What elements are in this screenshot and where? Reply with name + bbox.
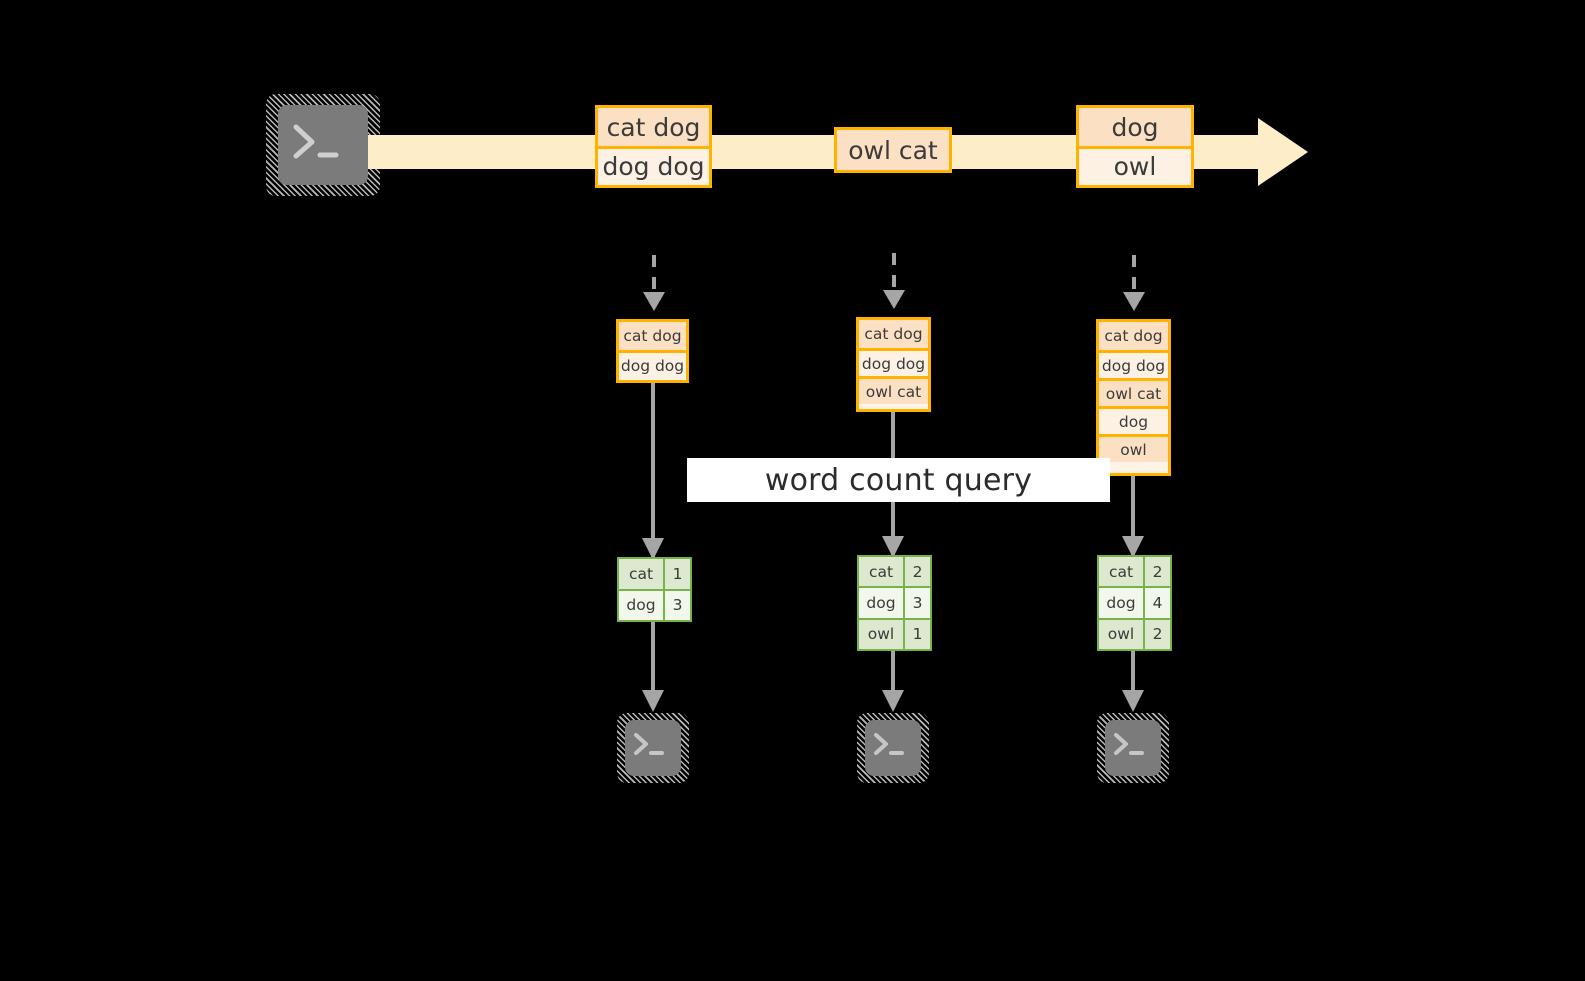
result-2-row-0: cat 2: [859, 557, 930, 587]
sink-connector-1: [651, 622, 655, 698]
sink-connector-2: [891, 651, 895, 698]
query-connector-2-arrowhead-icon: [882, 536, 904, 558]
dashed-connector-3: [1132, 255, 1136, 295]
result-1-row-1: dog 3: [619, 588, 690, 620]
query-connector-3-arrowhead-icon: [1122, 536, 1144, 558]
snapshot-3-cell-4: owl: [1099, 434, 1168, 462]
dashed-connector-2-arrowhead-icon: [883, 290, 905, 309]
result-2-row-1: dog 3: [859, 586, 930, 618]
stream-arrowhead-icon: [1258, 118, 1308, 186]
result-3[interactable]: cat 2 dog 4 owl 2: [1097, 555, 1172, 651]
result-1-row-1-count: 3: [663, 590, 690, 620]
stream-batch-3-cell-1: owl: [1079, 146, 1191, 184]
dashed-connector-1: [652, 255, 656, 295]
stream-batch-1-cell-0: cat dog: [598, 108, 709, 146]
snapshot-3-cell-3: dog: [1099, 406, 1168, 434]
snapshot-3-cell-0: cat dog: [1099, 322, 1168, 350]
snapshot-1-cell-1: dog dog: [619, 350, 686, 378]
result-3-row-2-word: owl: [1099, 619, 1143, 649]
query-connector-1-arrowhead-icon: [642, 538, 664, 560]
snapshot-3[interactable]: cat dog dog dog owl cat dog owl: [1096, 319, 1171, 476]
terminal-icon-sink-3[interactable]: [1097, 713, 1169, 783]
snapshot-1-cell-0: cat dog: [619, 322, 686, 350]
result-3-row-0-count: 2: [1143, 557, 1170, 587]
query-label-text: word count query: [764, 462, 1033, 498]
sink-connector-3: [1131, 651, 1135, 698]
sink-connector-3-arrowhead-icon: [1122, 690, 1144, 712]
terminal-body: [865, 720, 921, 776]
result-3-row-0-word: cat: [1099, 557, 1143, 587]
result-3-row-2-count: 2: [1143, 619, 1170, 649]
stream-batch-1-cell-1: dog dog: [598, 146, 709, 184]
terminal-body: [1105, 720, 1161, 776]
terminal-body: [278, 105, 368, 185]
result-1-row-0-word: cat: [619, 559, 663, 589]
query-connector-1: [651, 383, 655, 559]
terminal-prompt-icon: [634, 733, 664, 755]
snapshot-3-cell-2: owl cat: [1099, 378, 1168, 406]
result-1-row-0: cat 1: [619, 559, 690, 589]
terminal-prompt-icon: [874, 733, 904, 755]
query-label: word count query: [687, 458, 1110, 502]
sink-connector-1-arrowhead-icon: [642, 690, 664, 712]
result-1[interactable]: cat 1 dog 3: [617, 557, 692, 622]
terminal-icon-sink-1[interactable]: [617, 713, 689, 783]
result-2[interactable]: cat 2 dog 3 owl 1: [857, 555, 932, 651]
query-connector-3: [1131, 476, 1135, 559]
terminal-icon-source[interactable]: [266, 94, 380, 196]
stream-batch-3[interactable]: dog owl: [1076, 105, 1194, 188]
terminal-icon-sink-2[interactable]: [857, 713, 929, 783]
snapshot-3-cell-1: dog dog: [1099, 350, 1168, 378]
snapshot-2[interactable]: cat dog dog dog owl cat: [856, 317, 931, 412]
stream-batch-1[interactable]: cat dog dog dog: [595, 105, 712, 188]
result-3-row-2: owl 2: [1099, 617, 1170, 649]
sink-connector-2-arrowhead-icon: [882, 690, 904, 712]
result-2-row-0-word: cat: [859, 557, 903, 587]
result-3-row-0: cat 2: [1099, 557, 1170, 587]
dashed-connector-1-arrowhead-icon: [643, 292, 665, 311]
snapshot-2-cell-2: owl cat: [859, 376, 928, 404]
result-1-row-0-count: 1: [663, 559, 690, 589]
result-2-row-1-count: 3: [903, 588, 930, 618]
result-2-row-2-count: 1: [903, 619, 930, 649]
snapshot-2-cell-0: cat dog: [859, 320, 928, 348]
result-3-row-1: dog 4: [1099, 586, 1170, 618]
result-2-row-2-word: owl: [859, 619, 903, 649]
dashed-connector-3-arrowhead-icon: [1123, 292, 1145, 311]
result-2-row-1-word: dog: [859, 588, 903, 618]
dashed-connector-2: [892, 253, 896, 293]
snapshot-2-cell-1: dog dog: [859, 348, 928, 376]
stream-batch-2-cell-0: owl cat: [837, 130, 949, 170]
result-2-row-0-count: 2: [903, 557, 930, 587]
result-2-row-2: owl 1: [859, 617, 930, 649]
terminal-prompt-icon: [293, 124, 339, 159]
result-3-row-1-word: dog: [1099, 588, 1143, 618]
terminal-prompt-icon: [1114, 733, 1144, 755]
terminal-body: [625, 720, 681, 776]
result-1-row-1-word: dog: [619, 590, 663, 620]
snapshot-1[interactable]: cat dog dog dog: [616, 319, 689, 383]
stream-batch-2[interactable]: owl cat: [834, 127, 952, 173]
result-3-row-1-count: 4: [1143, 588, 1170, 618]
stream-batch-3-cell-0: dog: [1079, 108, 1191, 146]
